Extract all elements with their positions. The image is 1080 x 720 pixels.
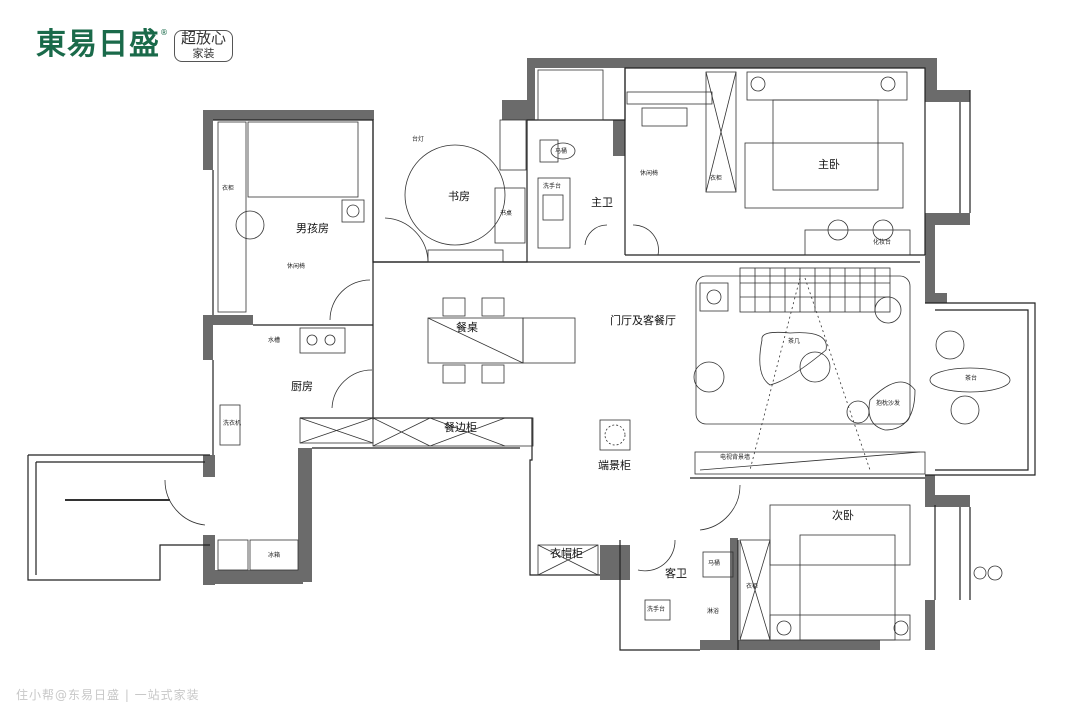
walls	[203, 58, 970, 650]
label-washer: 洗衣机	[223, 419, 241, 427]
label-fridge: 冰箱	[268, 551, 280, 559]
label-guest-toilet: 马桶	[708, 559, 720, 567]
label-boys-room: 男孩房	[296, 222, 329, 235]
label-dining-table: 餐桌	[456, 320, 478, 334]
label-guest-bath: 客卫	[665, 566, 687, 580]
logo-main-text: 東易日盛	[36, 27, 160, 62]
label-sink: 水槽	[268, 336, 280, 344]
label-guest-washbasin: 洗手台	[647, 605, 665, 613]
furniture-labels: 衣柜 休闲椅 台灯 书桌 马桶 洗手台 休闲椅 衣柜 化妆台 茶几 抱枕沙发 电…	[222, 135, 977, 615]
label-wardrobe-cabinet: 衣帽柜	[550, 546, 583, 560]
label-makeup: 化妆台	[873, 238, 891, 246]
label-leisure-chair: 休闲椅	[287, 262, 305, 270]
label-tv-wall: 电视背景墙	[720, 453, 750, 461]
label-second-wardrobe: 衣柜	[746, 582, 758, 590]
label-desk: 书桌	[500, 209, 512, 217]
brand-logo: 東易日盛 ® 超放心 家装	[36, 27, 234, 62]
label-master-bedroom: 主卧	[818, 158, 840, 171]
logo-slogan-line1: 超放心	[181, 29, 227, 47]
label-study: 书房	[448, 190, 470, 203]
label-foyer-living-dining: 门厅及客餐厅	[610, 313, 676, 327]
label-lounge-chair: 休闲椅	[640, 169, 658, 177]
label-master-bath: 主卫	[591, 196, 613, 209]
label-kitchen: 厨房	[291, 380, 313, 393]
door-swings	[164, 217, 741, 572]
label-pillow-sofa: 抱枕沙发	[876, 399, 900, 407]
label-second-bedroom: 次卧	[832, 508, 854, 522]
watermark: 住小帮@东易日盛 | 一站式家装	[16, 688, 200, 702]
label-wardrobe: 衣柜	[222, 184, 234, 192]
room-outlines	[27, 67, 1036, 651]
label-tea-table: 茶台	[965, 374, 977, 382]
furniture-lines	[65, 69, 1011, 641]
logo-slogan-line2: 家装	[192, 47, 215, 60]
label-sideboard: 餐边柜	[444, 420, 477, 434]
room-labels: 男孩房 书房 主卫 主卧 门厅及客餐厅 餐桌 厨房 餐边柜 端景柜 衣帽柜 客卫…	[291, 158, 854, 580]
label-washbasin: 洗手台	[543, 182, 561, 190]
label-entry-cabinet: 端景柜	[598, 459, 631, 472]
label-master-wardrobe: 衣柜	[710, 174, 722, 182]
label-shower: 淋浴	[707, 607, 719, 615]
label-coffee-table: 茶几	[788, 337, 800, 345]
label-desk-lamp: 台灯	[412, 135, 424, 143]
logo-slogan: 超放心 家装	[174, 29, 234, 62]
label-toilet: 马桶	[555, 147, 567, 155]
logo-registered-mark: ®	[160, 28, 168, 37]
